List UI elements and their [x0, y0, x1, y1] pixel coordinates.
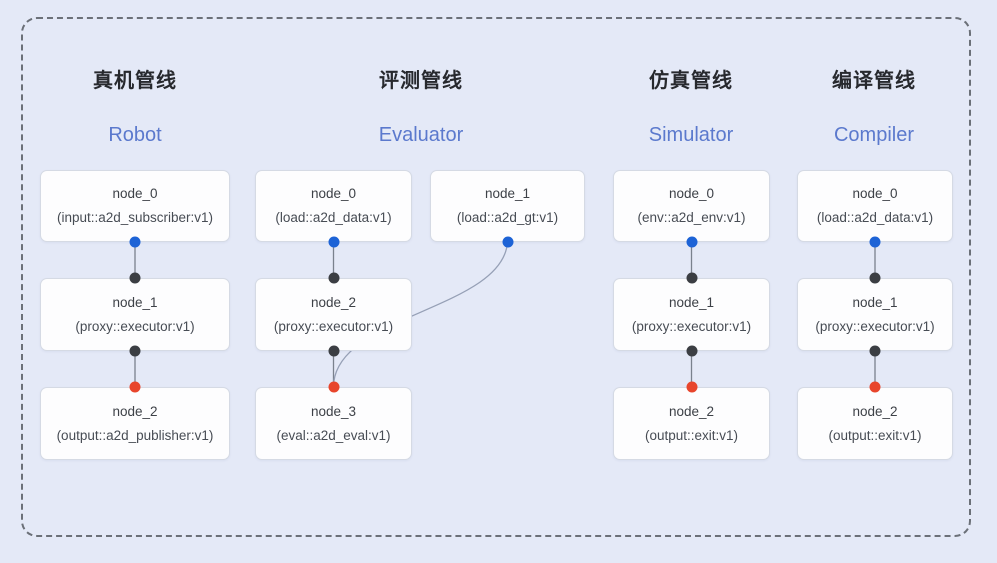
graph-node-comp-0: node_0 (load::a2d_data:v1) — [797, 170, 953, 242]
input-port-dot — [869, 381, 881, 393]
node-name: node_0 — [112, 186, 158, 201]
node-name: node_1 — [852, 294, 898, 310]
graph-node-eval-3: node_3 (eval::a2d_eval:v1) — [255, 387, 412, 460]
node-type: (load::a2d_gt:v1) — [456, 210, 559, 225]
node-type: (proxy::executor:v1) — [631, 318, 752, 334]
graph-node-eval-0: node_0 (load::a2d_data:v1) — [255, 170, 412, 242]
output-port-dot — [328, 236, 339, 248]
node-name: node_2 — [310, 294, 357, 310]
graph-node-eval-2: node_2 (proxy::executor:v1) — [255, 278, 412, 351]
output-port-dot — [869, 236, 881, 248]
node-name: node_0 — [852, 186, 898, 201]
node-type: (output::a2d_publisher:v1) — [56, 427, 214, 443]
node-type: (eval::a2d_eval:v1) — [276, 427, 391, 443]
node-type: (proxy::executor:v1) — [273, 318, 394, 334]
graph-node-comp-2: node_2 (output::exit:v1) — [797, 387, 953, 460]
node-name: node_1 — [112, 294, 158, 310]
node-name: node_0 — [310, 186, 357, 201]
input-port-dot — [869, 272, 881, 284]
node-name: node_1 — [668, 294, 715, 310]
output-port-dot — [686, 236, 697, 248]
pipeline-title-zh: 评测管线 — [379, 70, 463, 92]
graph-node-sim-0: node_0 (env::a2d_env:v1) — [613, 170, 770, 242]
graph-node-robot-2: node_2 (output::a2d_publisher:v1) — [40, 387, 230, 460]
graph-node-robot-0: node_0 (input::a2d_subscriber:v1) — [40, 170, 230, 242]
node-type: (load::a2d_data:v1) — [816, 210, 934, 225]
output-port-dot — [502, 236, 513, 248]
pipeline-title-en: Compiler — [833, 124, 915, 146]
input-port-dot — [328, 381, 339, 393]
input-port-dot — [129, 272, 141, 284]
output-port-dot — [129, 345, 141, 357]
input-port-dot — [686, 381, 697, 393]
pipeline-title-en: Robot — [108, 124, 162, 146]
node-name: node_2 — [852, 403, 898, 419]
input-port-dot — [686, 272, 697, 284]
pipeline-title-zh: 仿真管线 — [649, 70, 733, 92]
graph-node-eval-1: node_1 (load::a2d_gt:v1) — [430, 170, 585, 242]
output-port-dot — [686, 345, 697, 357]
graph-node-sim-1: node_1 (proxy::executor:v1) — [613, 278, 770, 351]
input-port-dot — [129, 381, 141, 393]
node-name: node_3 — [310, 403, 357, 419]
pipeline-title-zh: 编译管线 — [832, 70, 916, 92]
input-port-dot — [328, 272, 339, 284]
node-type: (env::a2d_env:v1) — [637, 210, 746, 225]
pipeline-title-zh: 真机管线 — [93, 70, 177, 92]
node-name: node_0 — [668, 186, 715, 201]
node-name: node_2 — [668, 403, 715, 419]
dashed-frame — [21, 17, 971, 537]
output-port-dot — [869, 345, 881, 357]
node-type: (output::exit:v1) — [644, 427, 739, 443]
node-type: (load::a2d_data:v1) — [275, 210, 392, 225]
node-name: node_2 — [112, 403, 158, 419]
node-type: (input::a2d_subscriber:v1) — [56, 210, 214, 225]
node-type: (proxy::executor:v1) — [815, 318, 935, 334]
graph-node-comp-1: node_1 (proxy::executor:v1) — [797, 278, 953, 351]
output-port-dot — [328, 345, 339, 357]
node-type: (output::exit:v1) — [828, 427, 922, 443]
graph-node-sim-2: node_2 (output::exit:v1) — [613, 387, 770, 460]
node-type: (proxy::executor:v1) — [75, 318, 195, 334]
graph-node-robot-1: node_1 (proxy::executor:v1) — [40, 278, 230, 351]
pipeline-title-en: Simulator — [648, 124, 734, 146]
pipeline-title-en: Evaluator — [378, 124, 464, 146]
output-port-dot — [129, 236, 141, 248]
node-name: node_1 — [484, 186, 531, 201]
